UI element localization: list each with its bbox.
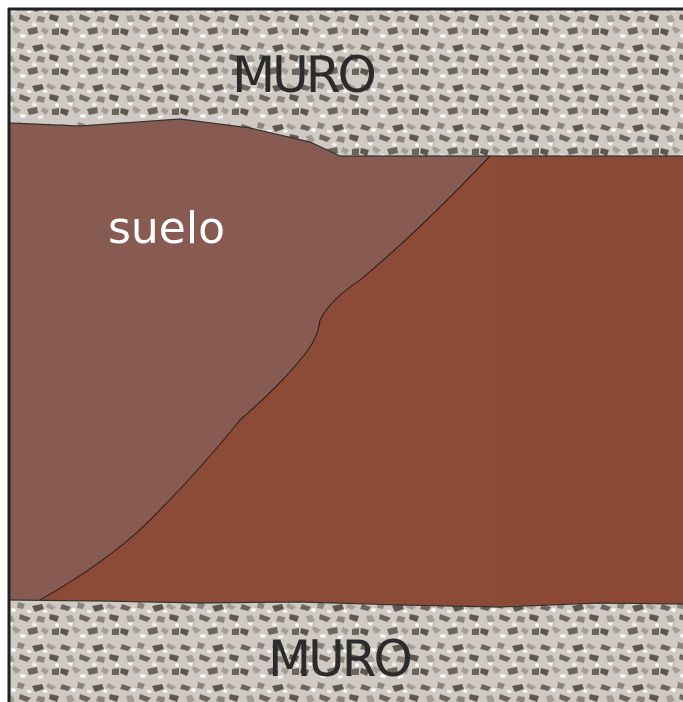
soil-label: suelo <box>108 203 225 254</box>
soil-right-band <box>498 157 683 604</box>
slope-line <box>39 155 491 601</box>
wall-bottom-boundary-line <box>9 599 683 608</box>
wall-top-label: MURO <box>232 46 374 104</box>
wall-bottom <box>10 598 683 702</box>
wall-top-boundary-line <box>9 118 683 157</box>
wall-bottom-label: MURO <box>268 630 410 688</box>
